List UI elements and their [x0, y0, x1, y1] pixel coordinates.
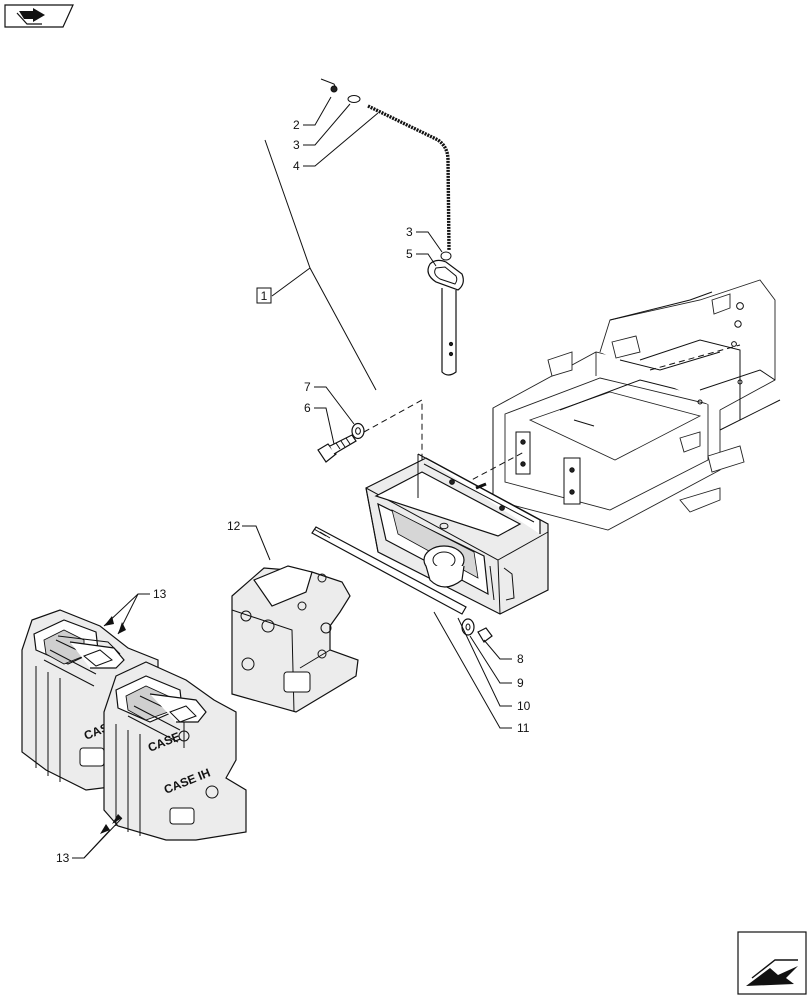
- back-arrow-icon: [16, 8, 45, 25]
- rod-nut: [477, 627, 493, 643]
- tractor-frame: [492, 279, 781, 531]
- callout-6: 6: [304, 401, 311, 415]
- callout-12: 12: [227, 519, 241, 533]
- lynch-pin: [320, 78, 338, 93]
- callout-7: 7: [304, 380, 311, 394]
- washer: [351, 422, 365, 440]
- callout-13-lower: 13: [56, 851, 70, 865]
- retaining-ring-upper: [347, 95, 361, 103]
- weight-support: [231, 565, 359, 713]
- next-page-icon: [746, 959, 798, 986]
- retaining-ring-lower: [440, 251, 452, 261]
- reference-label: 1: [261, 289, 268, 303]
- callout-2: 2: [293, 118, 300, 132]
- callout-4: 4: [293, 159, 300, 173]
- leader-lines: [72, 96, 512, 859]
- bolt: [317, 434, 357, 463]
- callout-11: 11: [517, 721, 530, 735]
- callout-3-lower: 3: [406, 225, 413, 239]
- callout-labels: 2 3 4 3 5 7 6 12 13 13 8 9 10 11: [56, 118, 531, 865]
- callout-9: 9: [517, 676, 524, 690]
- callout-arrowheads: [100, 616, 126, 834]
- callout-13-upper: 13: [153, 587, 167, 601]
- next-page-button[interactable]: [737, 931, 807, 995]
- callout-5: 5: [406, 247, 413, 261]
- back-button[interactable]: [4, 4, 74, 28]
- rod-washer: [461, 618, 475, 636]
- reference-box: 1: [256, 139, 377, 391]
- drawbar-pin: [427, 259, 464, 376]
- callout-8: 8: [517, 652, 524, 666]
- callout-3-upper: 3: [293, 138, 300, 152]
- weight-carrier: [365, 453, 549, 615]
- tie-rod: [311, 526, 467, 615]
- front-weight-stack-front: CASE CASE IH: [103, 661, 247, 841]
- callout-10: 10: [517, 699, 531, 713]
